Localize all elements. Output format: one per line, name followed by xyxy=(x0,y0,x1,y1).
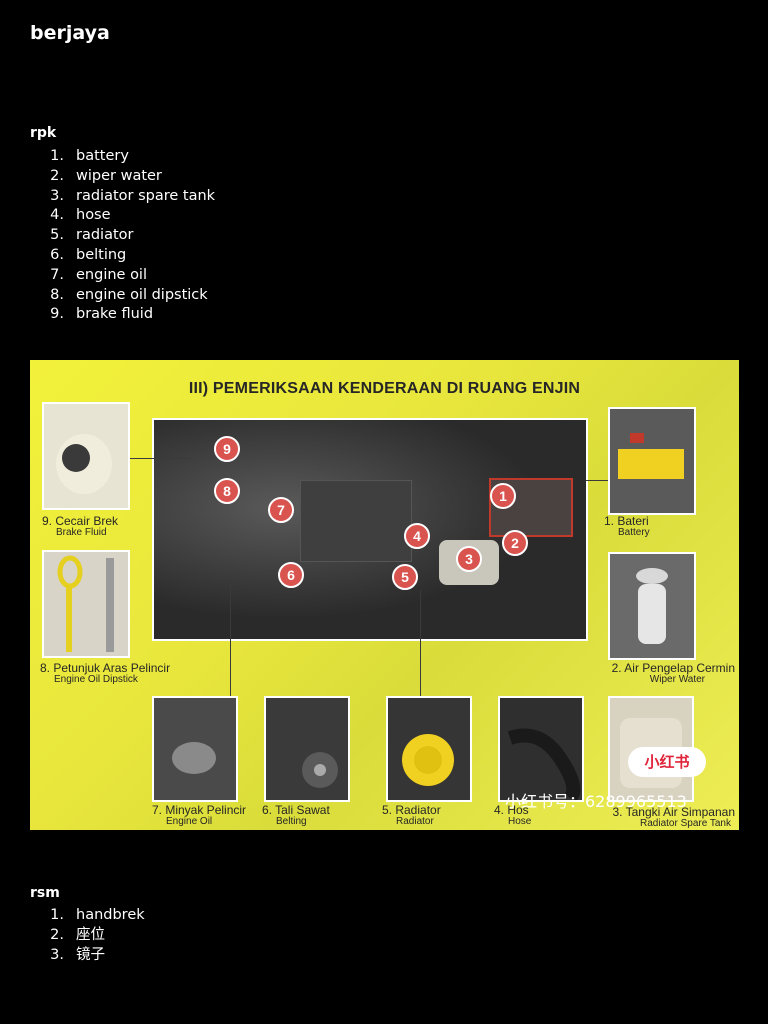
marker-5: 5 xyxy=(392,564,418,590)
battery-photo xyxy=(608,407,696,515)
marker-7: 7 xyxy=(268,497,294,523)
engine-poster-image[interactable]: III) PEMERIKSAAN KENDERAAN DI RUANG ENJI… xyxy=(30,360,739,830)
section-heading-rpk: rpk xyxy=(30,125,57,141)
dipstick-photo xyxy=(42,550,130,658)
xiaohongshu-watermark: 小红书号：6289965513 xyxy=(505,792,687,811)
list-item: 2.座位 xyxy=(50,926,105,943)
dipstick-icon xyxy=(57,555,114,652)
hose-icon xyxy=(507,728,581,803)
caption-spare-tank: 3. Tangki Air Simpanan Radiator Spare Ta… xyxy=(612,805,735,829)
marker-2: 2 xyxy=(502,530,528,556)
caption-engine-oil: 7. Minyak Pelincir Engine Oil xyxy=(152,803,247,827)
leader-line xyxy=(230,585,231,696)
list-item: 1.handbrek xyxy=(50,907,145,923)
engine-oil-photo xyxy=(152,696,238,802)
list-item: 7.engine oil xyxy=(50,266,147,283)
list-item: 8.engine oil dipstick xyxy=(50,286,208,303)
caption-hose: 4. Hos Hose xyxy=(494,803,532,827)
brake-fluid-icon xyxy=(56,434,112,494)
list-item: 4.hose xyxy=(50,207,111,224)
marker-6: 6 xyxy=(278,562,304,588)
poster-title: III) PEMERIKSAAN KENDERAAN DI RUANG ENJI… xyxy=(188,380,581,397)
belt-icon xyxy=(302,752,338,788)
leader-line xyxy=(130,458,190,459)
wiper-water-icon xyxy=(636,568,668,644)
xiaohongshu-badge: 小红书 xyxy=(628,747,706,777)
list-item: 5.radiator xyxy=(50,227,134,244)
list-item: 3.radiator spare tank xyxy=(50,187,216,204)
marker-8: 8 xyxy=(214,478,240,504)
radiator-cap-icon xyxy=(402,734,454,786)
rpk-list: 1.battery 2.wiper water 3.radiator spare… xyxy=(30,147,215,325)
list-item: 9.brake fluid xyxy=(50,306,154,323)
caption-radiator: 5. Radiator Radiator xyxy=(382,803,441,827)
list-item: 1.battery xyxy=(50,148,129,164)
list-item: 3.镜子 xyxy=(50,946,105,963)
belting-photo xyxy=(264,696,350,802)
marker-4: 4 xyxy=(404,523,430,549)
marker-1: 1 xyxy=(490,483,516,509)
caption-belting: 6. Tali Sawat Belting xyxy=(262,803,330,827)
marker-9: 9 xyxy=(214,436,240,462)
caption-wiper-water: 2. Air Pengelap Cermin Wiper Water xyxy=(611,661,735,685)
list-item: 2.wiper water xyxy=(50,167,162,184)
leader-line xyxy=(586,480,608,481)
battery-icon xyxy=(618,433,684,479)
brake-fluid-photo xyxy=(42,402,130,510)
wiper-water-photo xyxy=(608,552,696,660)
hose-photo xyxy=(498,696,584,803)
list-item: 6.belting xyxy=(50,246,127,263)
engine-oil-icon xyxy=(172,742,216,774)
air-filter-box xyxy=(300,480,412,562)
marker-3: 3 xyxy=(456,546,482,572)
rsm-list: 1.handbrek 2.座位 3.镜子 xyxy=(30,906,145,965)
note-title: berjaya xyxy=(30,22,110,44)
caption-dipstick: 8. Petunjuk Aras Pelincir Engine Oil Dip… xyxy=(40,661,171,685)
section-heading-rsm: rsm xyxy=(30,885,60,901)
leader-line xyxy=(420,590,421,696)
radiator-photo xyxy=(386,696,472,802)
caption-brake-fluid: 9. Cecair Brek Brake Fluid xyxy=(42,514,119,538)
caption-battery: 1. Bateri Battery xyxy=(604,514,650,538)
engine-bay-photo: 1 2 3 4 5 6 7 8 9 xyxy=(152,418,588,641)
